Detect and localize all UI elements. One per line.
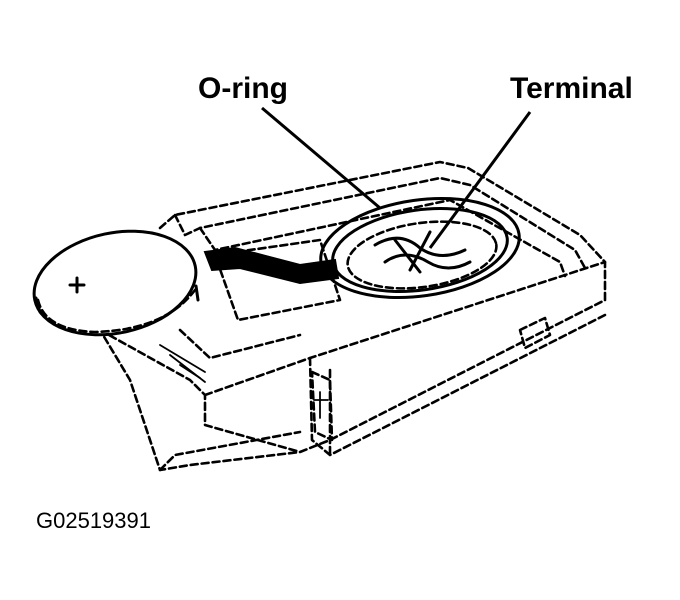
o-ring-leader-line xyxy=(261,106,381,210)
coin-battery xyxy=(32,229,200,337)
key-fob-case xyxy=(98,160,607,472)
terminal xyxy=(373,230,472,274)
contact-strip xyxy=(203,246,340,285)
figure-id: G02519391 xyxy=(36,508,151,533)
terminal-label: Terminal xyxy=(510,72,633,105)
o-ring xyxy=(319,196,521,300)
terminal-leader-line xyxy=(428,111,532,249)
o-ring-label: O-ring xyxy=(198,72,288,105)
